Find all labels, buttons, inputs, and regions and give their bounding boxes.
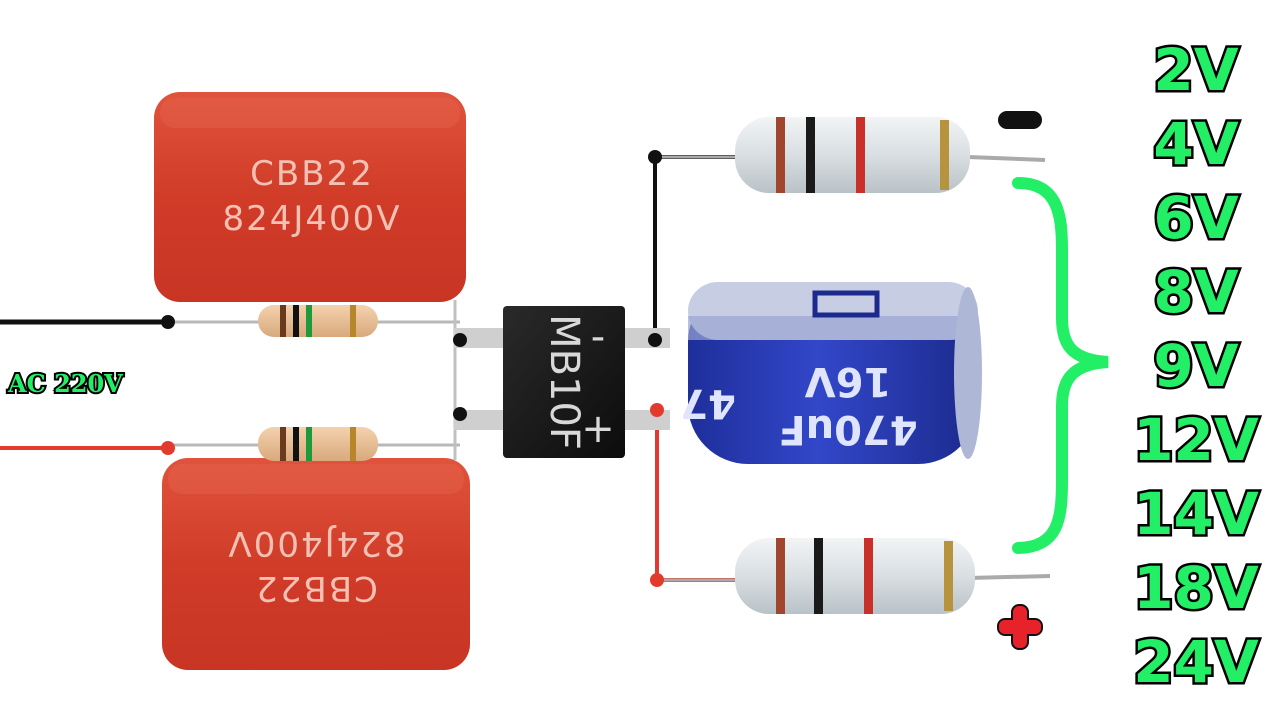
dot-bridge-pos (650, 403, 664, 417)
dot-ac-black (161, 315, 175, 329)
voltage-label: 12V (1133, 406, 1259, 474)
resistor-negative-output (735, 117, 970, 193)
voltage-label: 18V (1133, 554, 1259, 622)
capacitor-top-line2: 824J400V (222, 199, 401, 239)
dot-bridge-left-top (453, 333, 467, 347)
negative-symbol (998, 111, 1042, 129)
dot-bridge-left-bottom (453, 407, 467, 421)
lead-neg-end (967, 155, 1046, 162)
junction-dots (161, 150, 664, 587)
capacitor-bottom-line1: CBB22 (254, 568, 378, 608)
voltage-label: 14V (1133, 480, 1259, 548)
voltage-label: 9V (1153, 332, 1238, 400)
resistor-top (258, 305, 378, 337)
voltage-label: 8V (1153, 258, 1238, 326)
bridge-plus-mark: + (581, 406, 615, 452)
bridge-model-text: MB10F (541, 314, 587, 450)
capacitor-bottom-line2: 824J400V (226, 523, 405, 563)
dot-pos-out (650, 573, 664, 587)
ac-input-label: AC 220V (7, 369, 123, 398)
capacitor-top-line1: CBB22 (250, 154, 374, 194)
capacitor-top: CBB22 824J400V (154, 92, 466, 302)
resistor-bottom (258, 427, 378, 461)
dot-neg-out (648, 150, 662, 164)
electrolytic-partial-mark: 47 (680, 380, 736, 426)
dot-bridge-neg (648, 333, 662, 347)
electrolytic-capacitance: 470uF (778, 406, 917, 452)
positive-symbol (997, 604, 1043, 650)
voltage-label: 4V (1153, 110, 1238, 178)
electrolytic-capacitor: 470uF 16V 47 (680, 282, 982, 464)
output-range-brace (1012, 177, 1109, 554)
lead-pos-end (967, 574, 1051, 580)
bridge-minus-mark: - (591, 314, 605, 360)
dot-ac-red (161, 441, 175, 455)
resistor-positive-output (735, 538, 975, 614)
voltage-label: 24V (1133, 628, 1259, 696)
bridge-rectifier: MB10F - + (454, 306, 670, 458)
electrolytic-voltage: 16V (805, 358, 892, 404)
capacitor-bottom: CBB22 824J400V (162, 458, 470, 670)
voltage-label: 2V (1153, 36, 1238, 104)
voltage-label: 6V (1153, 184, 1238, 252)
